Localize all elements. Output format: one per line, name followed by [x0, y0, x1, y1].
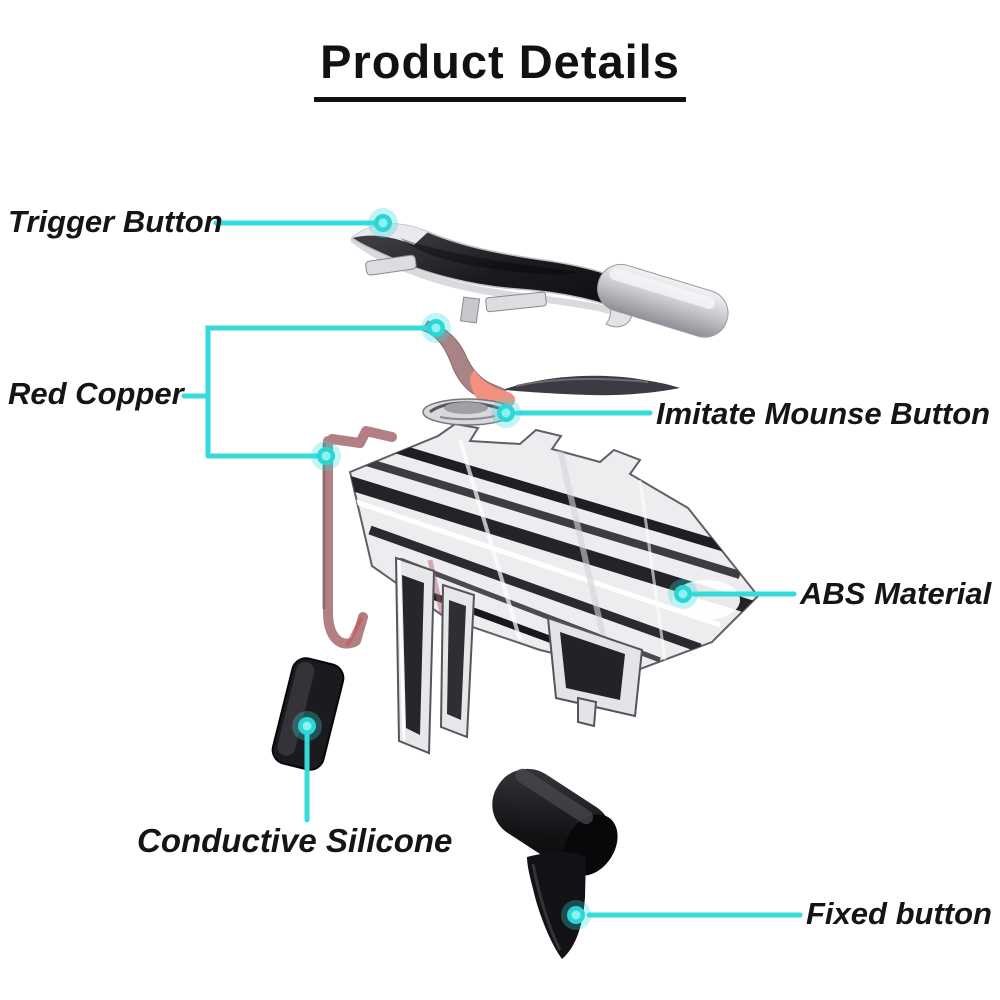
label-abs-material: ABS Material [800, 576, 992, 611]
fixed-button-part [492, 768, 618, 959]
callout-dot-red-copper-bottom [311, 441, 341, 471]
label-fixed-button: Fixed button [806, 896, 992, 931]
title-wrap: Product Details [0, 34, 1000, 102]
red-copper-strip-part [421, 320, 680, 411]
label-imitate-mounse-button: Imitate Mounse Button [656, 396, 991, 431]
callout-dot-red-copper-top [421, 313, 451, 343]
abs-housing-legs [394, 556, 644, 755]
trigger-button-part [350, 223, 729, 338]
copper-hook-part [322, 426, 397, 649]
callout-dot-trigger-button [368, 208, 398, 238]
callout-line-red-copper [181, 325, 435, 459]
label-trigger-button: Trigger Button [8, 204, 223, 239]
callout-lines [181, 220, 803, 918]
callout-dot-imitate-mouse-button [491, 398, 521, 428]
label-conductive-silicone: Conductive Silicone [137, 822, 453, 859]
callout-dot-conductive-silicone [292, 711, 322, 741]
callout-dot-fixed-button [561, 900, 591, 930]
callout-dot-abs-material [668, 579, 698, 609]
label-red-copper: Red Copper [8, 376, 184, 411]
abs-housing-part [348, 422, 760, 755]
page-title: Product Details [314, 34, 686, 102]
